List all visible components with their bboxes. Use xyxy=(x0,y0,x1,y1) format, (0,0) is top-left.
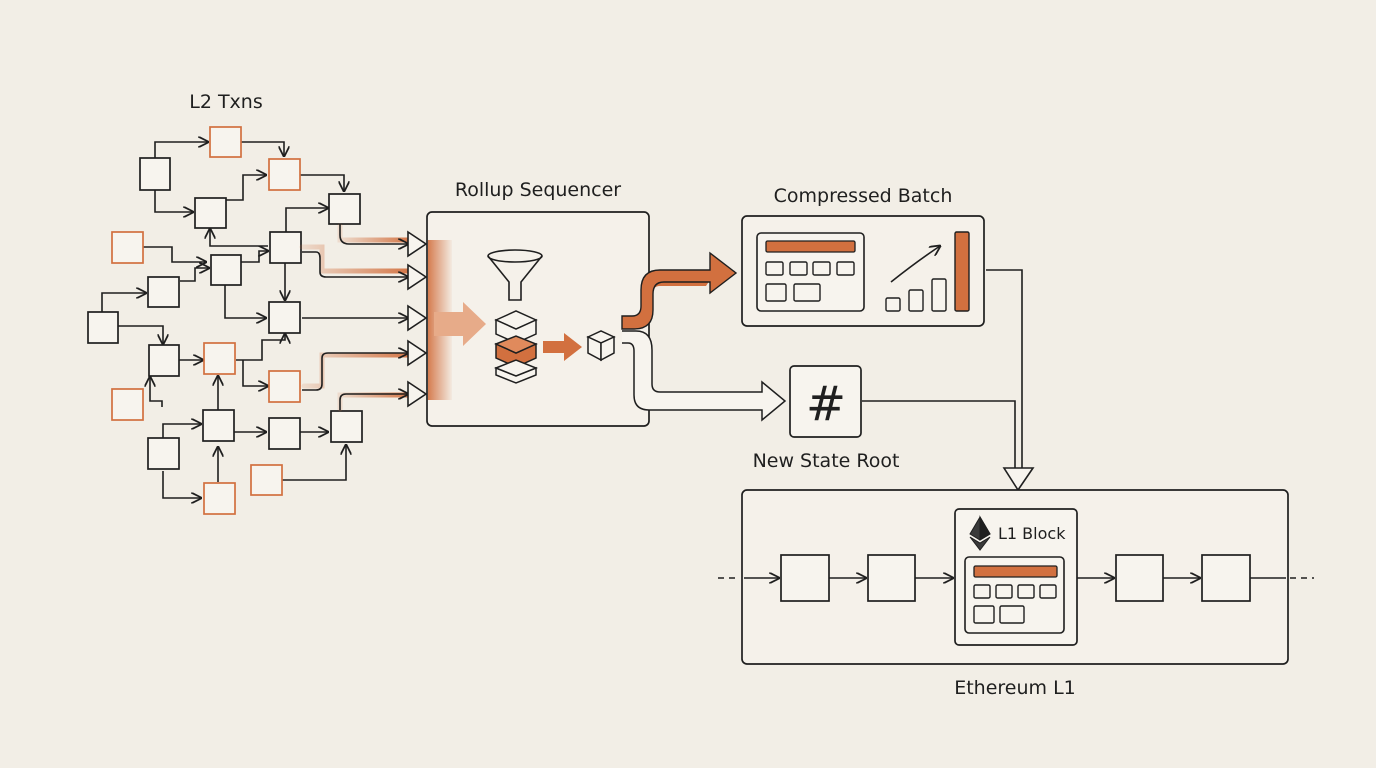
l1-block xyxy=(780,554,830,602)
tx-node-highlight xyxy=(203,482,236,515)
l1-block xyxy=(1115,554,1164,602)
tx-node-highlight xyxy=(209,126,242,158)
tx-node xyxy=(210,254,242,286)
state-root-box xyxy=(789,365,862,438)
tx-node xyxy=(87,311,119,344)
batch-label: Compressed Batch xyxy=(774,185,953,207)
sequencer-outflows xyxy=(621,251,787,422)
l2-txns-label: L2 Txns xyxy=(189,91,263,113)
tx-node xyxy=(194,197,227,229)
tx-node xyxy=(148,344,180,377)
l1-block xyxy=(1201,554,1251,602)
l2-graph-connectors xyxy=(101,142,346,498)
batch-output-arrow-outline xyxy=(621,251,738,330)
tx-node xyxy=(147,276,180,308)
tx-node-highlight xyxy=(250,464,283,496)
tx-node-highlight xyxy=(268,158,301,191)
tx-node xyxy=(202,409,235,442)
tx-node xyxy=(139,157,171,191)
l1-highlighted-block: L1 Block xyxy=(954,508,1078,646)
state-root-label: New State Root xyxy=(753,450,900,472)
ethereum-l1: Ethereum L1 L1 Block xyxy=(718,489,1314,699)
l1-block-label: L1 Block xyxy=(998,524,1066,543)
tx-node xyxy=(330,410,363,443)
l1-chain-blocks xyxy=(780,554,1251,602)
tx-node xyxy=(268,301,301,334)
new-state-root: # New State Root xyxy=(753,365,900,472)
entry-chevrons xyxy=(407,230,428,408)
l1-entry-arrow xyxy=(1002,467,1035,492)
entry-arrows xyxy=(302,224,408,410)
ethereum-logo-icon xyxy=(969,515,991,551)
stacked-blocks-icon xyxy=(493,310,539,384)
l2-tx-nodes-highlighted xyxy=(111,126,301,515)
funnel-icon xyxy=(487,249,543,301)
rollup-sequencer: Rollup Sequencer xyxy=(426,179,650,427)
tx-node-highlight xyxy=(111,388,144,421)
l2-tx-nodes xyxy=(87,157,363,470)
connectors-to-l1 xyxy=(862,269,1023,468)
l1-block xyxy=(867,554,916,602)
tx-node-highlight xyxy=(203,342,236,375)
state-root-output-arrow xyxy=(622,330,787,422)
batch-data-panel xyxy=(756,232,865,312)
sequencer-label: Rollup Sequencer xyxy=(455,179,621,201)
compressed-batch: Compressed Batch xyxy=(741,185,985,327)
tx-node xyxy=(328,193,361,225)
tx-node xyxy=(147,437,180,470)
growth-chart-icon xyxy=(885,231,970,312)
ethereum-l1-label: Ethereum L1 xyxy=(954,677,1076,699)
tx-node-highlight xyxy=(268,370,301,403)
sequencer-inflow-arrow xyxy=(434,302,486,346)
compress-arrow xyxy=(543,333,582,361)
tx-flow-into-sequencer xyxy=(299,223,428,412)
l2-transaction-graph: L2 Txns xyxy=(87,91,363,515)
l1-block-data-panel xyxy=(964,556,1065,634)
tx-node xyxy=(268,417,301,450)
cube-icon xyxy=(586,330,616,362)
tx-node xyxy=(269,231,302,264)
hash-icon: # xyxy=(806,376,846,432)
tx-node-highlight xyxy=(111,231,144,264)
